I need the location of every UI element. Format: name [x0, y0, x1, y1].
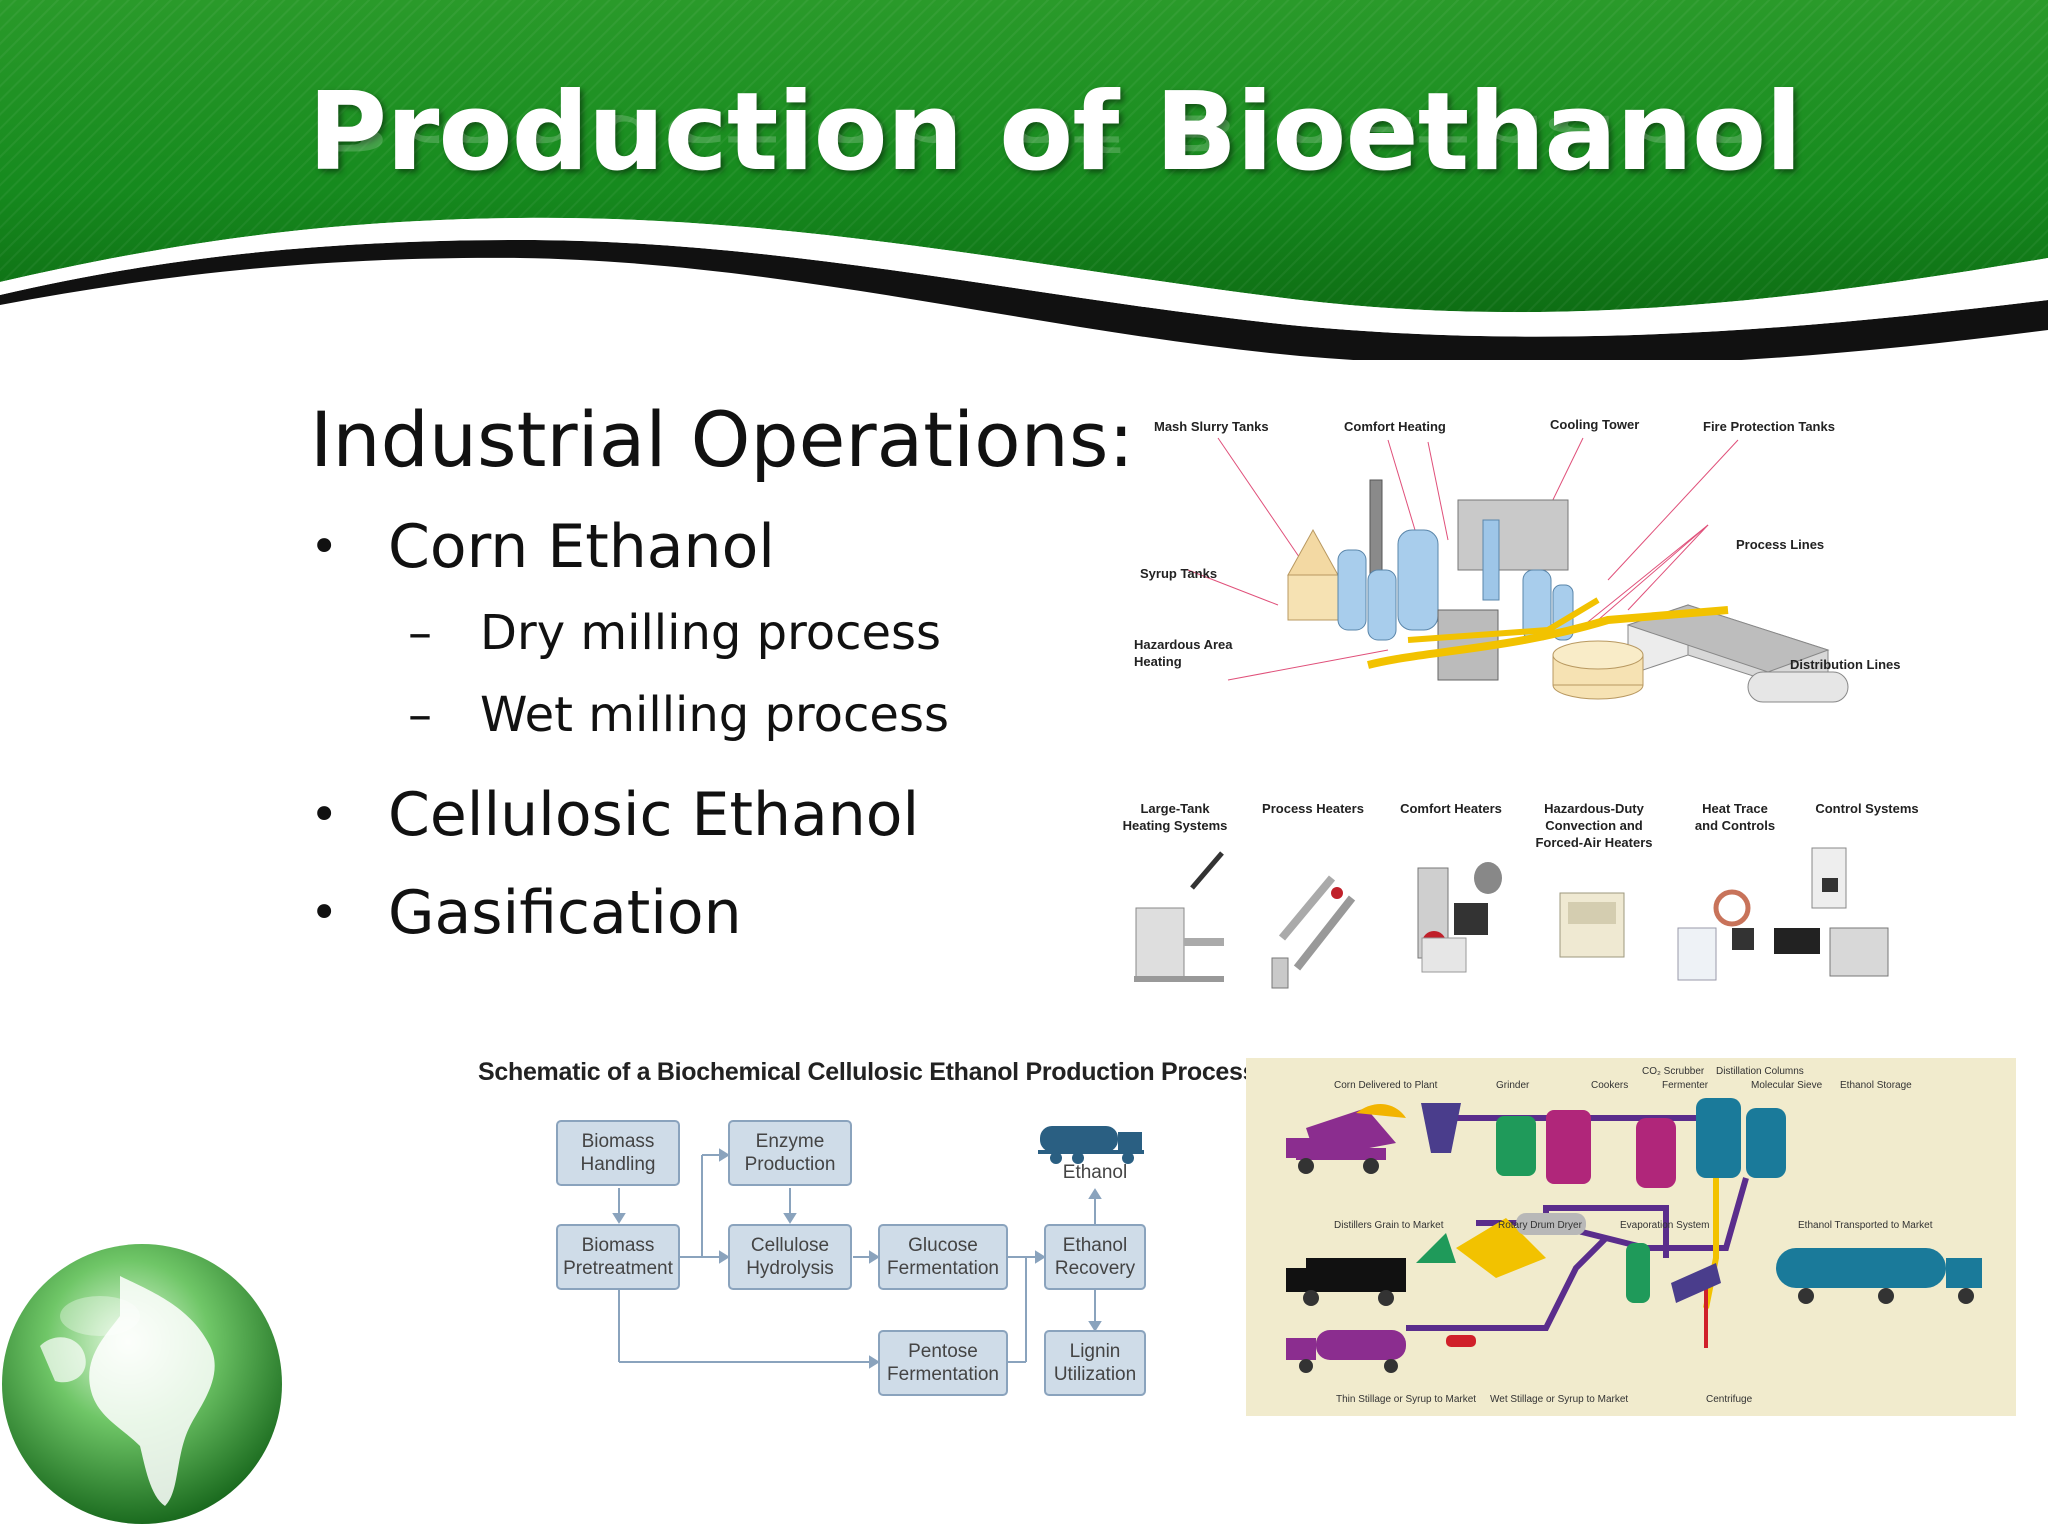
flow-label-molecular-sieve: Molecular Sieve	[1751, 1080, 1823, 1091]
box-line: Ethanol	[1062, 1235, 1128, 1256]
label-hazardous-area-heating: Hazardous Area Heating	[1134, 636, 1233, 670]
box-line: Production	[744, 1154, 836, 1175]
plant-illustration: Mash Slurry Tanks Comfort Heating Coolin…	[1128, 410, 1918, 780]
flow-label-distillers-grain: Distillers Grain to Market	[1334, 1220, 1444, 1231]
flow-label-centrifuge: Centrifuge	[1706, 1394, 1753, 1405]
box-line: Recovery	[1054, 1258, 1136, 1279]
schematic-arrows	[612, 1126, 1144, 1369]
box-line: Utilization	[1053, 1364, 1137, 1385]
flow-label-cookers: Cookers	[1591, 1080, 1629, 1091]
label-line: Large-Tank	[1140, 801, 1210, 816]
flow-label-ethanol-storage: Ethanol Storage	[1840, 1080, 1912, 1091]
plant-drawing	[1187, 437, 1849, 703]
label-process-lines: Process Lines	[1736, 537, 1825, 552]
bullet-label: Cellulosic Ethanol	[388, 780, 920, 850]
sub-bullet-glyph: –	[408, 687, 432, 743]
label-line: Forced-Air Heaters	[1535, 835, 1653, 850]
subbullet-wet-milling: – Wet milling process	[310, 674, 1134, 756]
header-banner	[0, 0, 2048, 360]
subbullet-dry-milling: – Dry milling process	[310, 592, 1134, 674]
plant-flow-drawing	[1286, 1098, 1982, 1373]
slide-title-reflection: Production of Bioethanol	[308, 103, 1802, 160]
box-line: Fermentation	[887, 1364, 999, 1385]
box-line: Glucose	[908, 1235, 978, 1256]
flow-label-wet-stillage: Wet Stillage or Syrup to Market	[1490, 1394, 1629, 1405]
box-line: Pentose	[908, 1341, 978, 1362]
equipment-label-hazardous-duty: Hazardous-Duty Convection and Forced-Air…	[1524, 800, 1664, 851]
purple-tanker-icon	[1286, 1330, 1406, 1373]
box-line: Biomass	[581, 1131, 655, 1152]
content-heading: Industrial Operations:	[310, 395, 1135, 484]
label-line: Convection and	[1545, 818, 1643, 833]
ethanol-product-label: Ethanol	[1062, 1162, 1128, 1183]
plant-flow-diagram: Corn Delivered to Plant Grinder Cookers …	[1246, 1058, 2016, 1416]
label-mash-slurry-tanks: Mash Slurry Tanks	[1154, 419, 1269, 434]
globe-icon	[2, 1244, 282, 1524]
label-line: Hazardous Area	[1134, 637, 1233, 652]
flow-label-corn-delivered: Corn Delivered to Plant	[1334, 1080, 1438, 1091]
bullet-corn-ethanol: • Corn Ethanol	[310, 502, 1134, 592]
slide-title: Production of Bioethanol	[308, 70, 1802, 195]
flow-label-rotary-drum-dryer: Rotary Drum Dryer	[1498, 1220, 1582, 1231]
flow-label-co2-scrubber: CO₂ Scrubber	[1642, 1066, 1705, 1077]
label-line: and Controls	[1694, 818, 1776, 833]
box-line: Biomass	[581, 1235, 655, 1256]
label-line: Heating	[1134, 654, 1182, 669]
box-line: Pretreatment	[563, 1258, 673, 1279]
equipment-row: Large-Tank Heating Systems Process Heate…	[1122, 798, 1922, 1013]
label-cooling-tower: Cooling Tower	[1550, 417, 1640, 432]
bullet-gasification: • Gasification	[310, 868, 1134, 958]
equipment-label-control-systems: Control Systems	[1815, 801, 1919, 816]
equipment-label-heat-trace: Heat Trace and Controls	[1680, 800, 1790, 834]
sub-bullet-glyph: –	[408, 605, 432, 661]
flow-label-fermenter: Fermenter	[1662, 1080, 1709, 1091]
label-line: Heating Systems	[1122, 818, 1228, 833]
equipment-label-comfort-heaters: Comfort Heaters	[1400, 801, 1502, 816]
label-syrup-tanks: Syrup Tanks	[1140, 566, 1218, 581]
slide-content: Industrial Operations: • Corn Ethanol – …	[310, 395, 1134, 958]
equipment-drawings	[1134, 847, 1889, 989]
bullet-glyph: •	[310, 885, 339, 941]
bullet-label: Corn Ethanol	[388, 512, 775, 582]
flow-label-distillation-columns: Distillation Columns	[1716, 1066, 1804, 1077]
subbullet-label: Dry milling process	[480, 605, 942, 661]
label-line: Hazardous-Duty	[1544, 801, 1644, 816]
flow-label-grinder: Grinder	[1496, 1080, 1530, 1091]
box-line: Cellulose	[750, 1235, 830, 1256]
box-line: Lignin	[1069, 1341, 1121, 1362]
box-line: Enzyme	[755, 1131, 825, 1152]
subbullet-label: Wet milling process	[480, 687, 949, 743]
equipment-label-large-tank: Large-Tank Heating Systems	[1122, 800, 1228, 834]
bullet-glyph: •	[310, 787, 339, 843]
flow-label-evaporation-system: Evaporation System	[1620, 1220, 1710, 1231]
tanker-truck-icon	[1776, 1248, 1982, 1304]
bullet-cellulosic-ethanol: • Cellulosic Ethanol	[310, 770, 1134, 860]
flow-label-ethanol-transported: Ethanol Transported to Market	[1798, 1220, 1933, 1231]
dump-truck-icon	[1286, 1103, 1406, 1174]
black-truck-icon	[1286, 1258, 1406, 1306]
label-line: Heat Trace	[1702, 801, 1768, 816]
label-fire-protection-tanks: Fire Protection Tanks	[1703, 419, 1835, 434]
label-comfort-heating: Comfort Heating	[1344, 419, 1446, 434]
bullet-glyph: •	[310, 519, 339, 575]
box-line: Fermentation	[887, 1258, 999, 1279]
label-distribution-lines: Distribution Lines	[1790, 657, 1901, 672]
ethanol-tanker-icon	[1038, 1126, 1144, 1164]
box-line: Hydrolysis	[746, 1258, 834, 1279]
box-line: Handling	[580, 1154, 656, 1175]
flow-label-thin-stillage: Thin Stillage or Syrup to Market	[1336, 1394, 1477, 1405]
schematic-title: Schematic of a Biochemical Cellulosic Et…	[478, 1058, 1257, 1086]
bullet-label: Gasification	[388, 878, 742, 948]
equipment-label-process-heaters: Process Heaters	[1262, 801, 1364, 816]
